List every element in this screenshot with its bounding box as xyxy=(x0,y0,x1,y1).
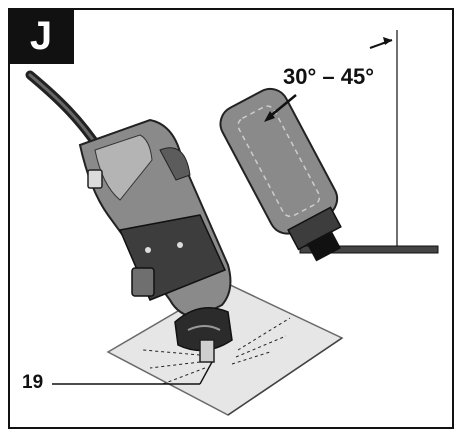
workpiece-plate xyxy=(106,282,344,416)
callout-number: 19 xyxy=(22,372,44,393)
tilted-tool xyxy=(219,87,342,262)
trim-router xyxy=(78,118,233,363)
light-rays xyxy=(142,317,291,386)
power-cord xyxy=(25,70,105,155)
figure-label-badge: J xyxy=(8,8,74,64)
angle-arrow-down xyxy=(267,94,297,119)
reference-surface xyxy=(299,245,439,254)
angle-range-label: 30° – 45° xyxy=(283,64,374,89)
